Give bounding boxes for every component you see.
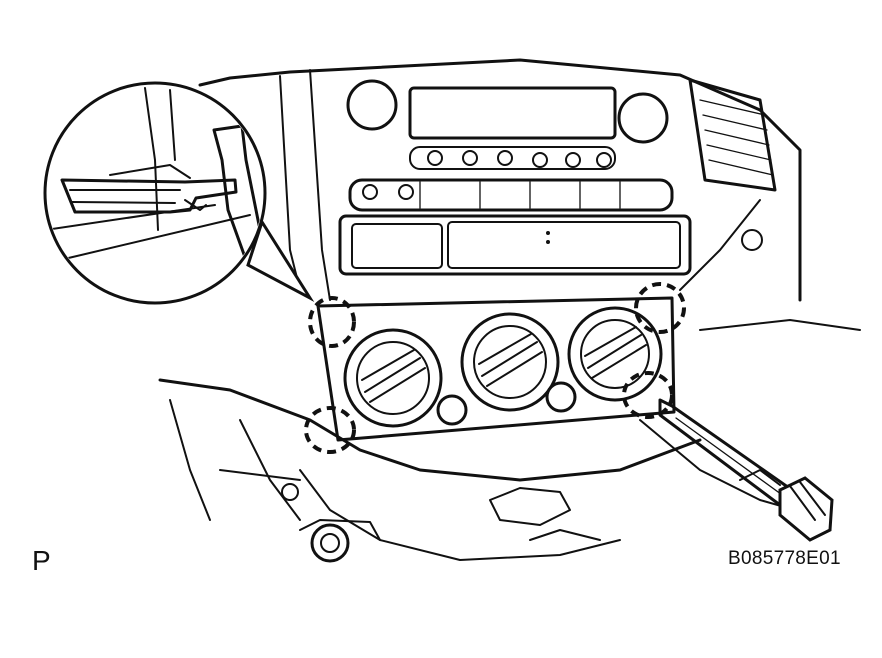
side-vent [688,78,777,251]
cd-slot [348,178,674,212]
lower-dash-detail [299,519,601,563]
clip-detail-icon [43,81,315,305]
preset-strip [409,146,616,170]
audio-unit [338,79,692,276]
clip-top-right [634,282,686,334]
control-knob-center [460,312,560,412]
volume-knob [346,79,398,131]
clip-locations [304,282,686,454]
heater-control-panel [316,296,676,442]
button-left [436,394,468,426]
view-label: P [32,545,51,576]
control-knob-right [567,306,663,402]
clip-top-left [308,296,356,348]
control-knob-left [343,328,443,428]
button-right [545,381,577,413]
reference-code: B085778E01 [728,548,841,569]
storage-pocket-frame [338,214,692,276]
preset-buttons [427,150,612,168]
screwdriver-icon [658,398,834,542]
clip-bottom-right [622,371,674,419]
clip-bottom-left [304,406,356,454]
dashboard-body [158,58,861,561]
tune-knob [617,92,669,144]
pocket-left [351,223,443,269]
pocket-right [447,221,681,269]
display-window [408,86,617,140]
